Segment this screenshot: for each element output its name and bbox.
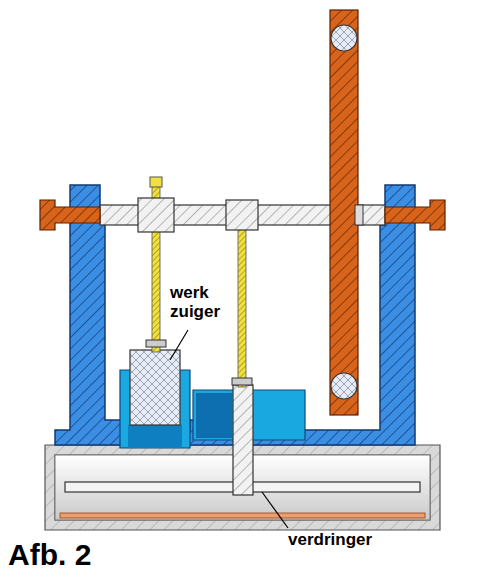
part-label: verdringer (288, 531, 372, 550)
part-label: werk zuiger (170, 284, 232, 321)
figure-caption: Afb. 2 (8, 538, 91, 571)
